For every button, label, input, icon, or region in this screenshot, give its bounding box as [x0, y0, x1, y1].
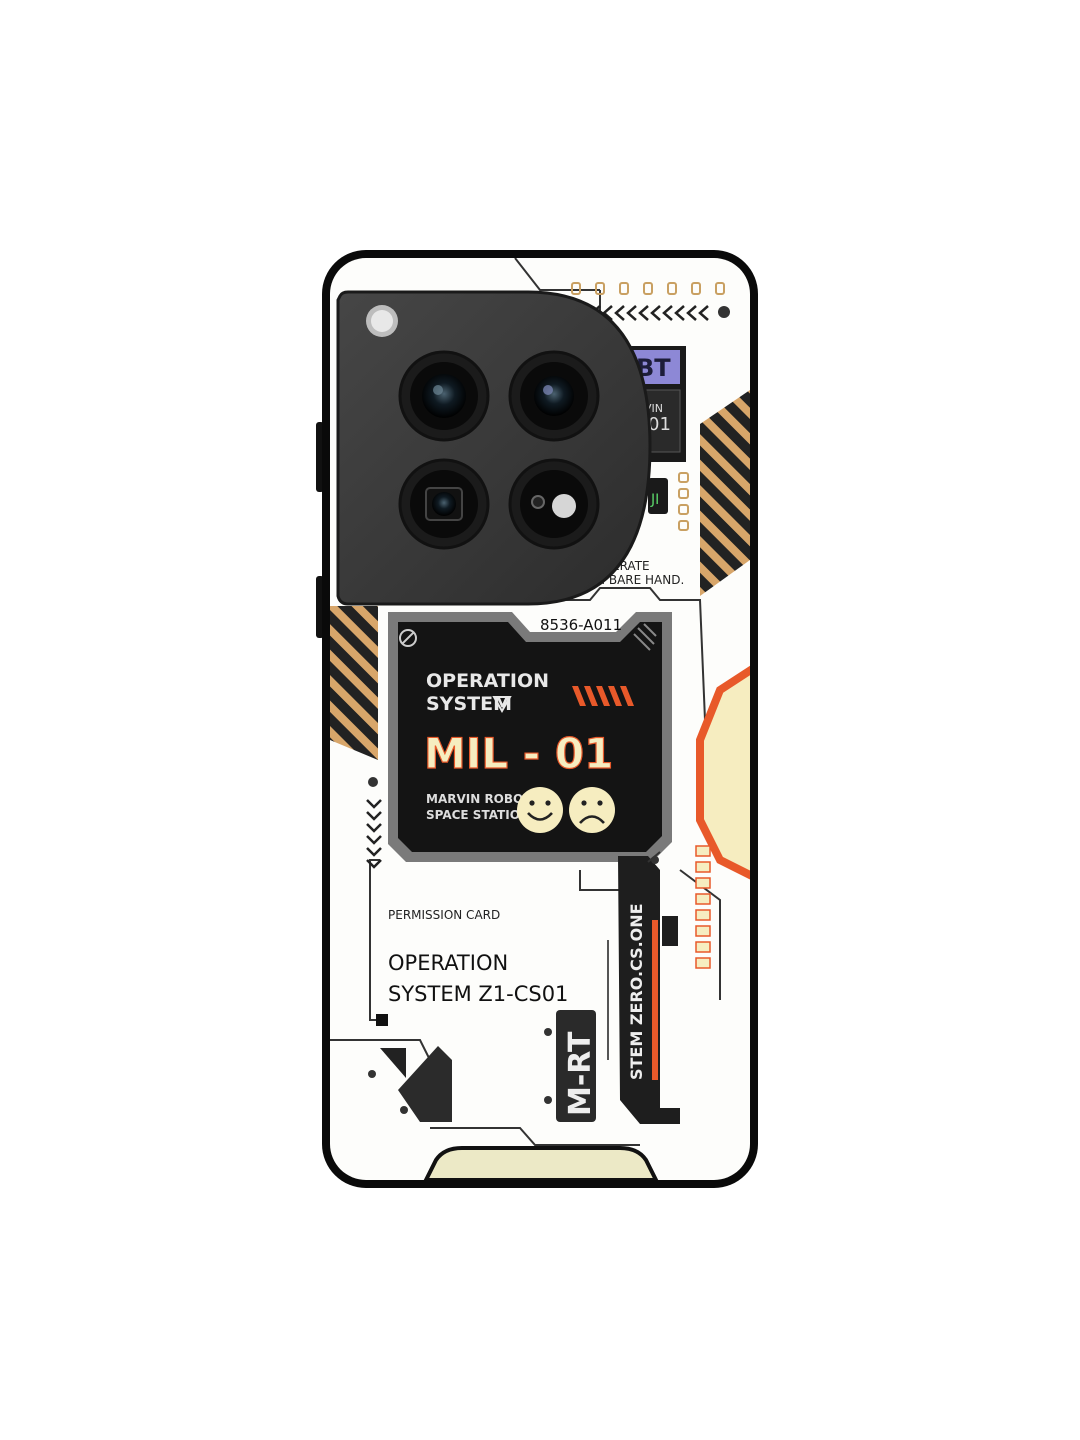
operation-panel: OPERATION SYSTEM MIL - 01 MARVIN ROBOT S…: [388, 612, 672, 862]
circuit-lines: [330, 258, 750, 1146]
screw-dot: [718, 306, 730, 318]
robot-line-2: SPACE STATION: [426, 808, 530, 822]
camera-module: [336, 290, 652, 606]
bottom-cream-shape: [422, 1146, 660, 1180]
code-label: 8536-A011: [540, 616, 622, 634]
chip-row: [571, 282, 725, 295]
op-title-line-1: OPERATION: [426, 670, 549, 692]
camera-lens-icon: [508, 350, 600, 442]
robot-line-1: MARVIN ROBOT: [426, 792, 532, 806]
orange-block-column: [695, 845, 711, 969]
stem-bar: STEM ZERO.CS.ONE: [607, 851, 680, 1124]
chevron-icon: [366, 799, 382, 869]
camera-lens-icon: [508, 458, 600, 550]
cream-hexagon: [696, 656, 750, 887]
screw-dot: [368, 777, 378, 787]
marvin-number-partial: 01: [648, 414, 671, 435]
frown-icon: [569, 787, 615, 833]
model-label: MIL - 01: [424, 729, 613, 778]
mrt-text: M-RT: [563, 1031, 598, 1116]
beige-dots-right: [678, 472, 689, 531]
camera-lens-icon: [398, 350, 490, 442]
permission-label: PERMISSION CARD: [388, 908, 500, 922]
mrt-tag: M-RT: [544, 1010, 598, 1122]
flash-icon: [366, 305, 398, 337]
op-title-line-2: SYSTEM: [426, 693, 512, 715]
op2-line-2: SYSTEM Z1-CS01: [388, 982, 568, 1006]
orange-hatch-icon: [572, 686, 634, 706]
hazard-stripes-icon: [700, 390, 750, 596]
status-indicator: [648, 478, 668, 514]
stem-text: STEM ZERO.CS.ONE: [627, 903, 646, 1080]
camera-lens-icon: [398, 458, 490, 550]
square-node: [376, 1014, 388, 1026]
geometric-shapes: [368, 1046, 452, 1122]
operate-line-2: H BARE HAND.: [596, 573, 684, 587]
hazard-stripes-icon: [330, 606, 378, 760]
case-artwork: -BT VIN 01 JI ERATE H BARE HAND.: [330, 258, 750, 1180]
op2-line-1: OPERATION: [388, 951, 508, 975]
panel-vent: [633, 623, 657, 651]
smile-icon: [517, 787, 563, 833]
panel-screw-icon: [399, 629, 417, 647]
triangle-down-icon: [492, 696, 512, 714]
indicator-text: JI: [650, 492, 659, 508]
